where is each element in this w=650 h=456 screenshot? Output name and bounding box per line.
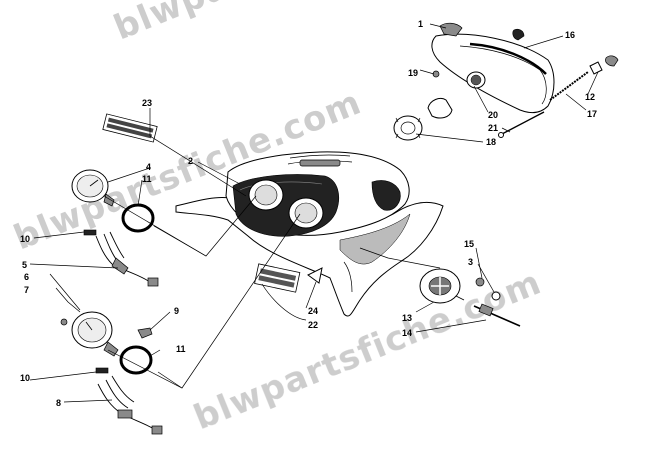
callout-8: 8 (56, 398, 61, 408)
callout-21: 21 (488, 123, 498, 133)
callout-18: 18 (486, 137, 496, 147)
callout-12: 12 (585, 92, 595, 102)
callout-14: 14 (402, 328, 412, 338)
callout-4: 4 (146, 162, 151, 172)
watermark-text-top: blwpartsfiche.com (108, 0, 467, 48)
callout-19: 19 (408, 68, 418, 78)
headlight-assembly (393, 22, 619, 141)
callout-23: 23 (142, 98, 152, 108)
callout-5: 5 (22, 260, 27, 270)
callout-1: 1 (418, 19, 423, 29)
warning-triangle-decal (307, 267, 323, 284)
console-hood (175, 151, 444, 317)
decal-23 (102, 113, 158, 143)
gauge-upper (71, 169, 159, 287)
leader-lines (29, 23, 599, 403)
callout-11-lower: 11 (176, 344, 186, 354)
callout-13: 13 (402, 313, 412, 323)
callout-6: 6 (24, 272, 29, 282)
callout-24: 24 (308, 306, 318, 316)
callout-16: 16 (565, 30, 575, 40)
callout-3: 3 (468, 257, 473, 267)
switch-assembly (419, 268, 521, 327)
callout-11-upper: 11 (142, 174, 152, 184)
callout-7: 7 (24, 285, 29, 295)
callout-numbers: 1 16 19 20 21 18 12 17 23 2 4 11 10 5 6 … (20, 19, 597, 408)
callout-10-lower: 10 (20, 373, 30, 383)
callout-17: 17 (587, 109, 597, 119)
callout-20: 20 (488, 110, 498, 120)
callout-10-upper: 10 (20, 234, 30, 244)
callout-22: 22 (308, 320, 318, 330)
gauge-lower (60, 311, 163, 435)
callout-15: 15 (464, 239, 474, 249)
callout-9: 9 (174, 306, 179, 316)
callout-2: 2 (188, 156, 193, 166)
decal-plate-22 (254, 263, 301, 293)
